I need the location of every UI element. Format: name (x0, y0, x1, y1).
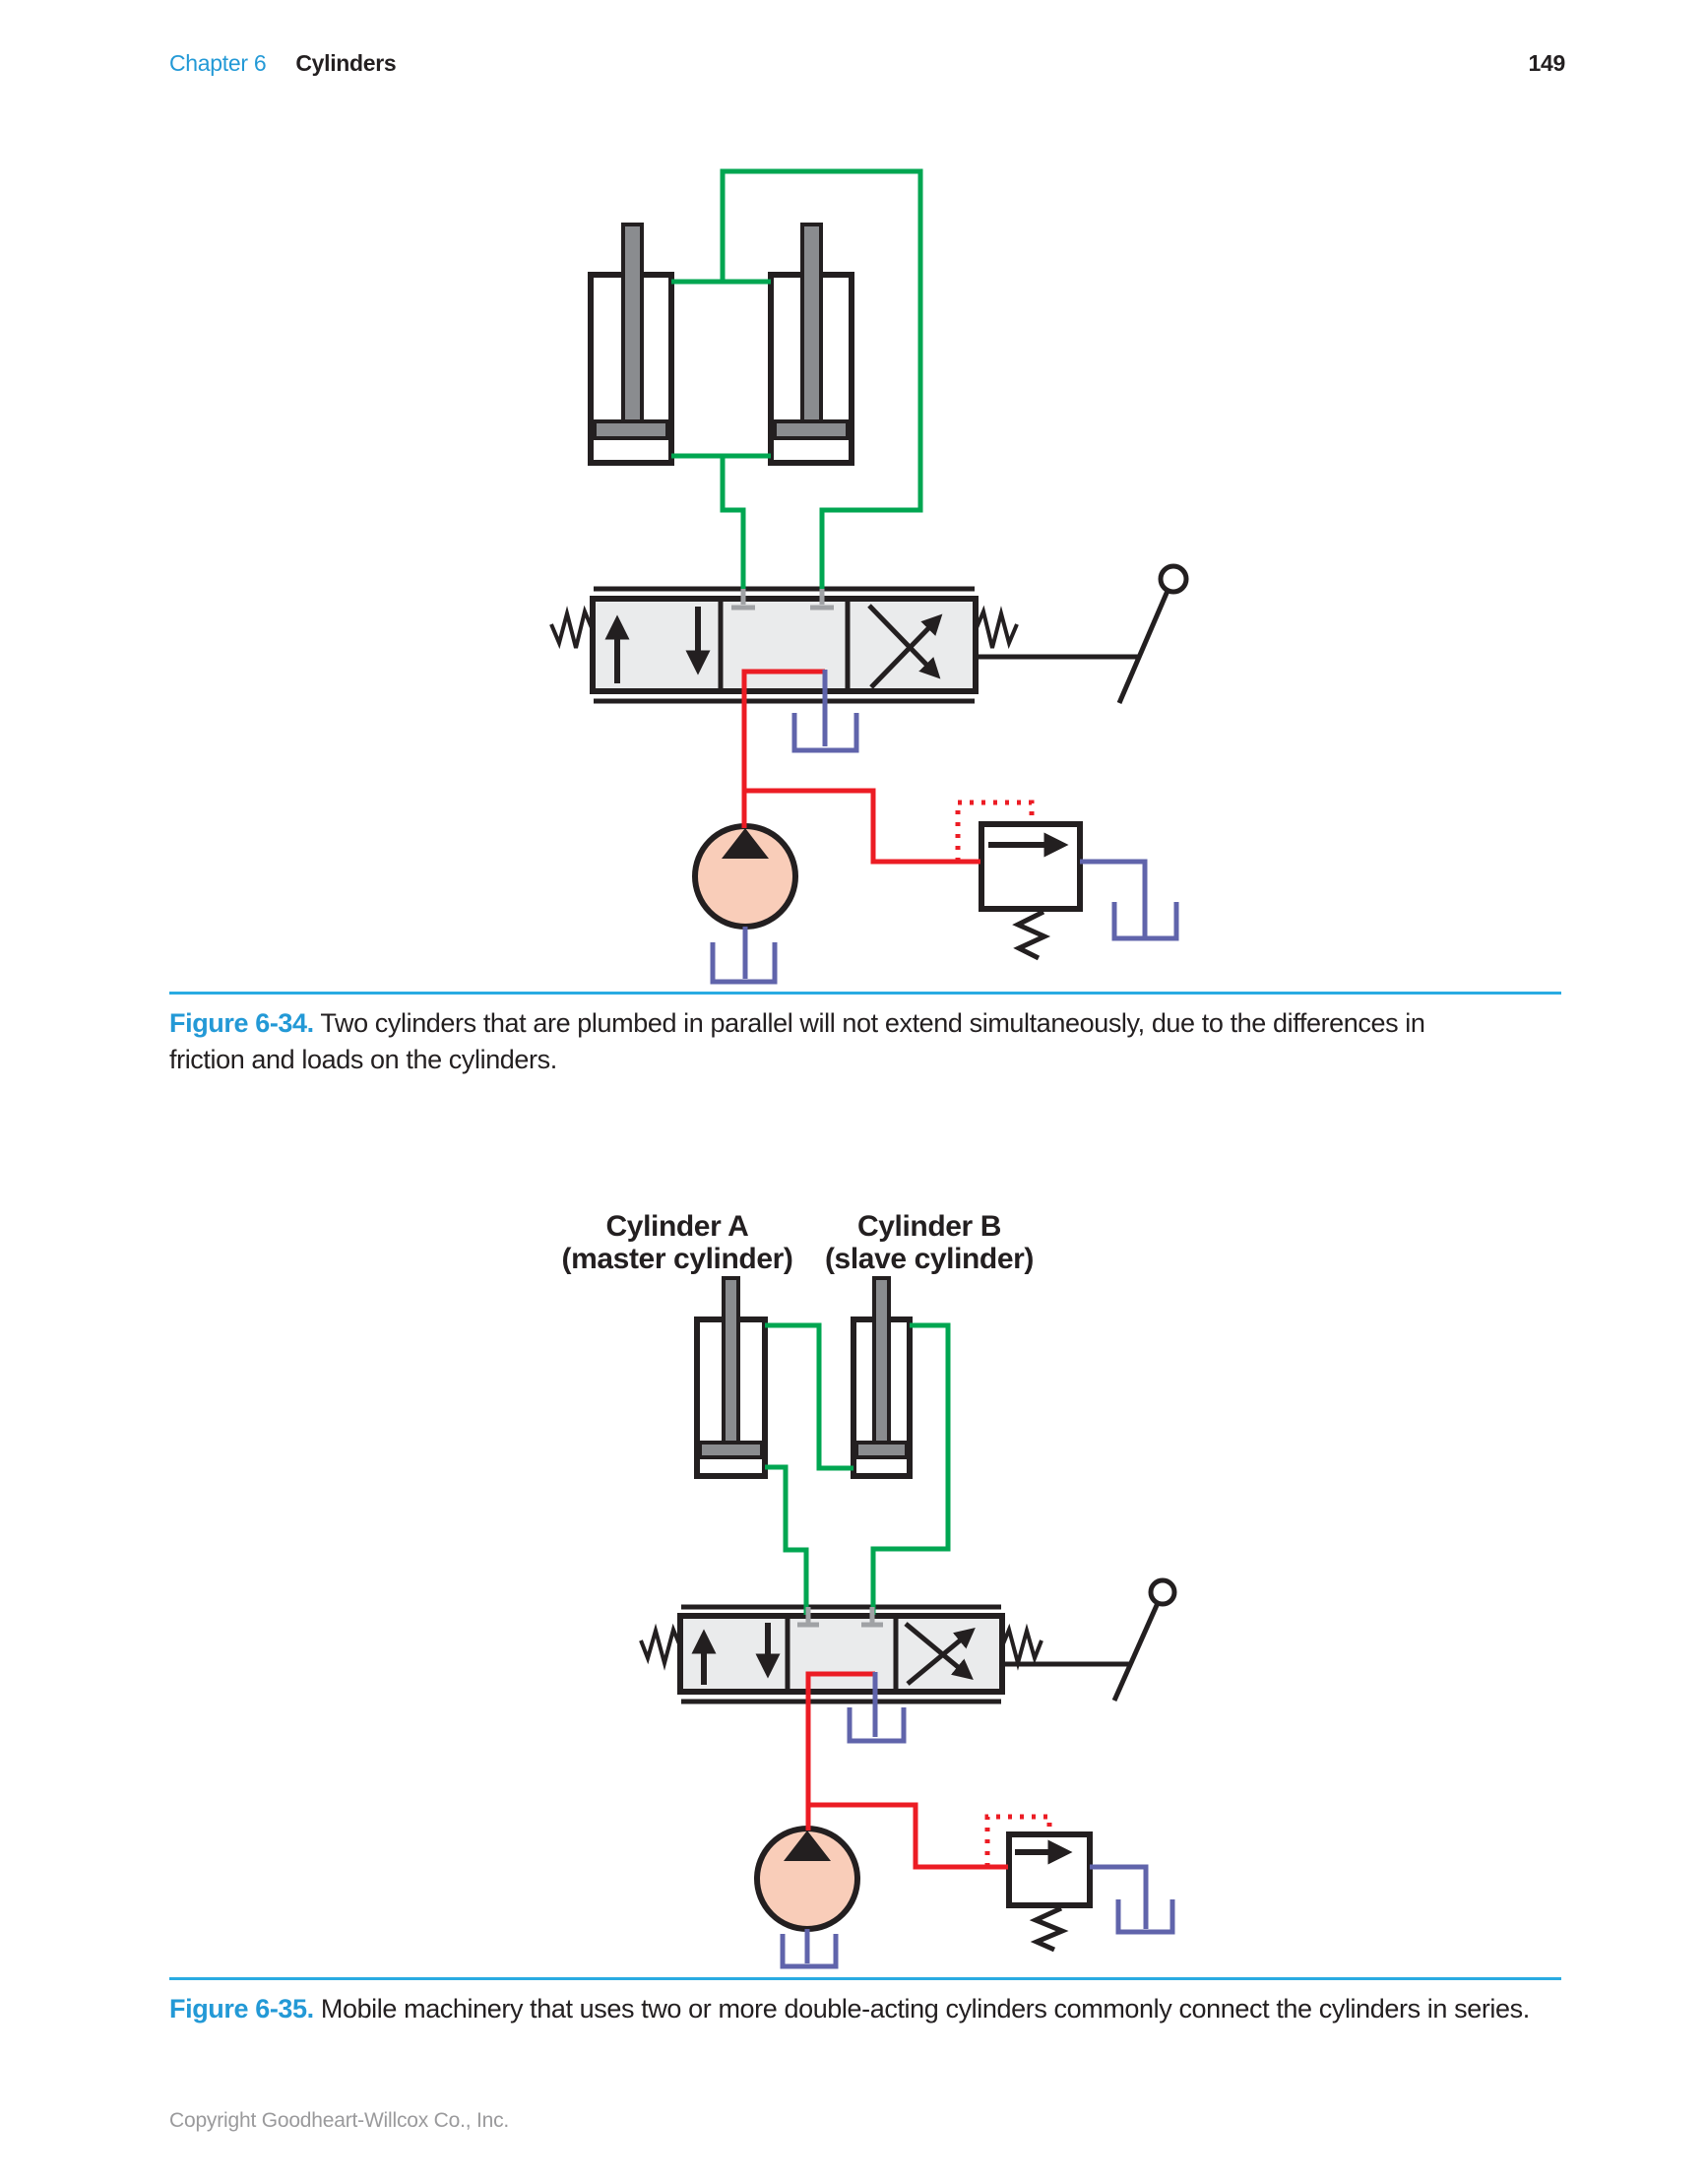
crossed-flow-arrow (904, 1622, 974, 1681)
spring-icon (1000, 1623, 1043, 1671)
pump-pressure-line (741, 669, 825, 828)
b-rod-end-to-valve-line (870, 1322, 951, 1615)
caption-rule (169, 1977, 1561, 1980)
spring-icon (1012, 909, 1051, 961)
relief-branch-line (744, 788, 980, 865)
lever-arm (1111, 1601, 1161, 1702)
tank-symbol (847, 1707, 907, 1744)
caption-text-line: Mobile machinery that uses two or more d… (320, 1994, 1530, 2023)
section-title: Cylinders (295, 50, 397, 76)
figure-6-35-caption: Figure 6-35. Mobile machinery that uses … (169, 1991, 1530, 2027)
cap-end-to-valve-line (720, 456, 746, 598)
cylinder-symbol-left (588, 223, 674, 466)
pump-flow-triangle (784, 1831, 831, 1861)
cylinder-rod (621, 223, 644, 424)
cylinder-b-label: Cylinder B (slave cylinder) (782, 1210, 1077, 1275)
copyright-notice: Copyright Goodheart-Willcox Co., Inc. (169, 2109, 510, 2132)
series-link-a-rod-to-b-cap (765, 1322, 853, 1471)
relief-branch-line (808, 1802, 1008, 1870)
relief-tank-line (1090, 1864, 1149, 1929)
directional-control-valve (549, 586, 1019, 704)
tank-symbol (710, 942, 778, 985)
relief-valve (979, 821, 1083, 961)
pump-symbol (692, 823, 798, 930)
tank-symbol (791, 713, 859, 753)
pump-flow-triangle (722, 828, 769, 859)
relief-valve (1006, 1831, 1093, 1953)
work-lines (765, 1322, 951, 1615)
page-header: Chapter 6 Cylinders 149 (169, 49, 1565, 77)
lever-knob (1158, 563, 1189, 595)
chapter-label: Chapter 6 (169, 50, 267, 76)
lever-handle (1002, 1577, 1177, 1702)
relief-valve-body (1006, 1831, 1093, 1908)
pilot-line-dotted (984, 1814, 1052, 1867)
figure-label: Figure 6-34. (169, 1008, 314, 1038)
blocked-ports (731, 589, 834, 610)
figure-6-34-diagram (549, 168, 1189, 985)
tank-symbol (780, 1934, 839, 1969)
pilot-line-dotted (955, 800, 1035, 862)
spring-icon (549, 605, 595, 650)
spring-icon (974, 605, 1019, 650)
valve-body (677, 1613, 1005, 1695)
crossed-flow-arrow (867, 604, 941, 679)
cylinder-piston (593, 419, 669, 440)
cylinder-a-title: Cylinder A (605, 1210, 749, 1243)
lever-handle (976, 563, 1189, 704)
work-lines (671, 168, 923, 598)
cylinder-symbol-b-slave (851, 1276, 913, 1479)
figure-6-35-diagram (639, 1276, 1177, 1969)
figure-label: Figure 6-35. (169, 1994, 314, 2023)
pressure-lines (741, 669, 1035, 865)
cylinder-a-subtitle: (master cylinder) (561, 1243, 793, 1275)
relief-valve-body (979, 821, 1083, 912)
cylinder-rod (872, 1276, 891, 1445)
crossed-flow-arrow (869, 613, 943, 689)
lever-arm (1116, 590, 1170, 704)
pump-symbol (754, 1826, 860, 1932)
caption-text-line: Two cylinders that are plumbed in parall… (320, 1008, 1425, 1038)
cylinder-symbol-a-master (694, 1276, 768, 1479)
spring-icon (1029, 1905, 1069, 1953)
cylinder-b-title: Cylinder B (856, 1210, 1002, 1243)
rod-end-to-valve-line (720, 168, 923, 598)
cylinder-a-label: Cylinder A (master cylinder) (530, 1210, 825, 1275)
cylinder-piston (773, 419, 850, 440)
caption-text-line: friction and loads on the cylinders. (169, 1045, 557, 1074)
directional-control-valve (639, 1604, 1043, 1704)
lever-knob (1148, 1577, 1177, 1607)
return-lines (804, 1672, 1149, 1963)
crossed-flow-arrow (906, 1627, 976, 1686)
cylinder-piston (854, 1441, 909, 1459)
valve-body (590, 596, 979, 694)
caption-rule (169, 992, 1561, 995)
cylinder-piston (698, 1441, 764, 1459)
cylinder-symbol-right (768, 223, 854, 466)
figure-6-34-caption: Figure 6-34. Two cylinders that are plum… (169, 1005, 1425, 1078)
cylinder-b-subtitle: (slave cylinder) (824, 1243, 1035, 1275)
page-number: 149 (1528, 50, 1566, 76)
a-cap-end-to-valve-line (765, 1464, 809, 1615)
return-lines (742, 670, 1148, 979)
cylinder-rod (800, 223, 823, 424)
pressure-lines (805, 1671, 1052, 1870)
pump-pressure-line (805, 1671, 875, 1831)
relief-tank-line (1080, 859, 1148, 936)
blocked-ports (797, 1607, 883, 1628)
tank-symbol (1115, 1899, 1175, 1935)
tank-symbol (1111, 902, 1179, 941)
cylinder-rod (722, 1276, 740, 1445)
spring-icon (639, 1623, 682, 1671)
